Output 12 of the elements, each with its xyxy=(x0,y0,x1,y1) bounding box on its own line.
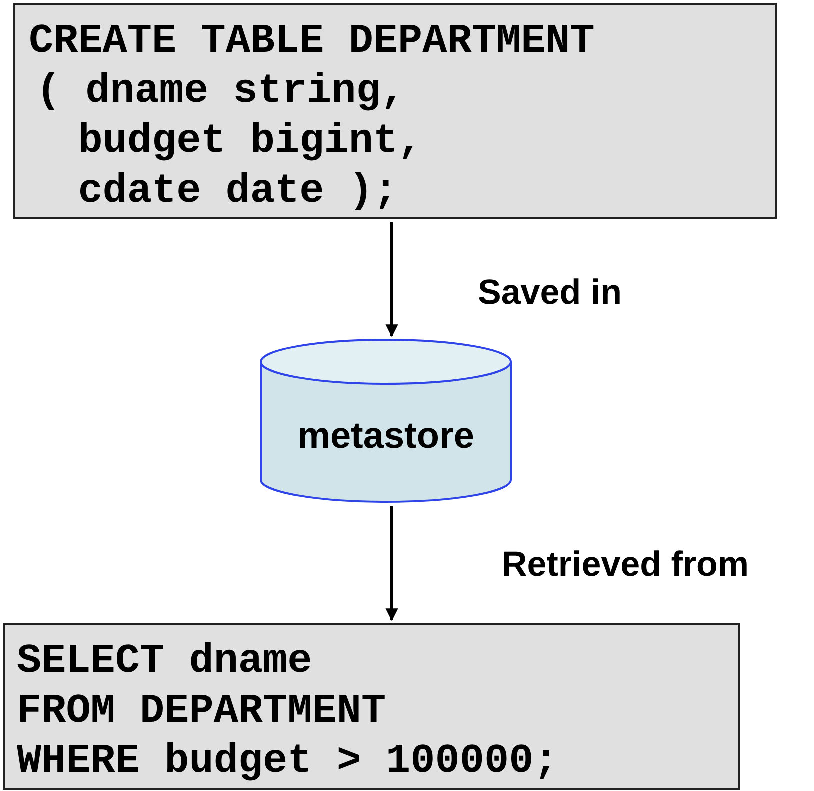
arrow xyxy=(386,506,398,622)
code-line: FROM DEPARTMENT xyxy=(17,688,386,737)
code-box xyxy=(13,3,777,219)
cylinder-label: metastore xyxy=(296,414,476,458)
code-line: budget bigint, xyxy=(78,118,423,167)
code-line: ( dname string, xyxy=(36,68,406,117)
code-box xyxy=(3,623,740,790)
code-line: CREATE TABLE DEPARTMENT xyxy=(29,18,595,67)
code-line: SELECT dname xyxy=(17,638,312,687)
arrow xyxy=(386,222,398,338)
code-line: WHERE budget > 100000; xyxy=(17,738,558,787)
code-line: cdate date ); xyxy=(78,168,398,217)
